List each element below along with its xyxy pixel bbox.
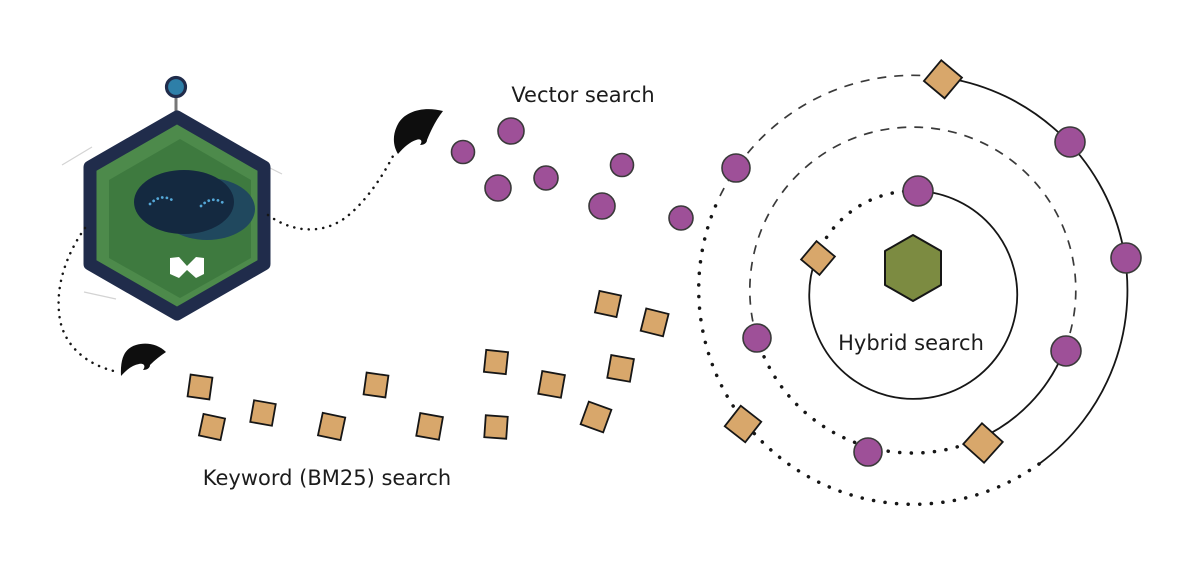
orbit-points-group	[721, 59, 1142, 467]
keyword-point	[606, 354, 635, 383]
hybrid-search-label: Hybrid search	[838, 331, 984, 355]
keyword-point	[415, 412, 444, 441]
vector-point	[588, 192, 616, 220]
hybrid-hexagon-icon	[884, 234, 942, 302]
orbit-vector-point	[853, 437, 883, 467]
left-eye-icon	[148, 196, 177, 206]
orbit-vector-point	[742, 323, 772, 353]
vector-point	[609, 152, 635, 178]
orbit-keyword-point	[723, 404, 763, 444]
sketch-line	[83, 291, 117, 300]
keyword-point	[483, 414, 509, 440]
right-eye-icon	[199, 198, 228, 208]
vector-search-label: Vector search	[511, 83, 654, 107]
vector-points-group	[450, 117, 694, 231]
keyword-point	[186, 373, 214, 401]
vector-point	[484, 174, 512, 202]
vector-arrow-icon	[393, 109, 443, 154]
keyword-point	[249, 399, 277, 427]
keyword-points-group	[186, 289, 670, 442]
keyword-point	[537, 370, 566, 399]
keyword-point	[579, 400, 613, 434]
orbit-vector-point	[902, 175, 934, 207]
keyword-point	[639, 307, 670, 338]
antenna-icon	[164, 75, 188, 99]
weaviate-w-icon	[170, 257, 204, 278]
sketch-line	[61, 146, 93, 166]
keyword-point	[316, 411, 347, 442]
orbit-keyword-point	[922, 59, 964, 100]
middle-orbit-dashed-arc	[749, 126, 1077, 352]
vector-point	[497, 117, 525, 145]
orbit-vector-point	[1110, 242, 1142, 274]
keyword-search-label: Keyword (BM25) search	[203, 466, 451, 490]
orbit-keyword-point	[961, 421, 1005, 465]
vector-point	[533, 165, 559, 191]
keyword-arrow-icon	[120, 343, 166, 376]
orbit-vector-point	[1050, 335, 1082, 367]
vector-flow-trail	[266, 152, 396, 231]
orbit-vector-point	[1054, 126, 1086, 158]
orbit-vector-point	[721, 153, 751, 183]
orbit-keyword-point	[799, 239, 837, 277]
middle-orbit-dotted-arc	[755, 336, 981, 455]
weaviate-logo-icon	[61, 75, 283, 321]
vector-point	[450, 139, 476, 165]
keyword-point	[362, 371, 390, 399]
keyword-point	[197, 412, 227, 442]
inner-orbit-solid-arc	[808, 190, 1019, 400]
robot-face	[134, 170, 234, 234]
keyword-point	[593, 289, 623, 319]
vector-point	[668, 205, 694, 231]
outer-orbit-solid-arc	[946, 77, 1129, 465]
keyword-point	[482, 348, 510, 376]
